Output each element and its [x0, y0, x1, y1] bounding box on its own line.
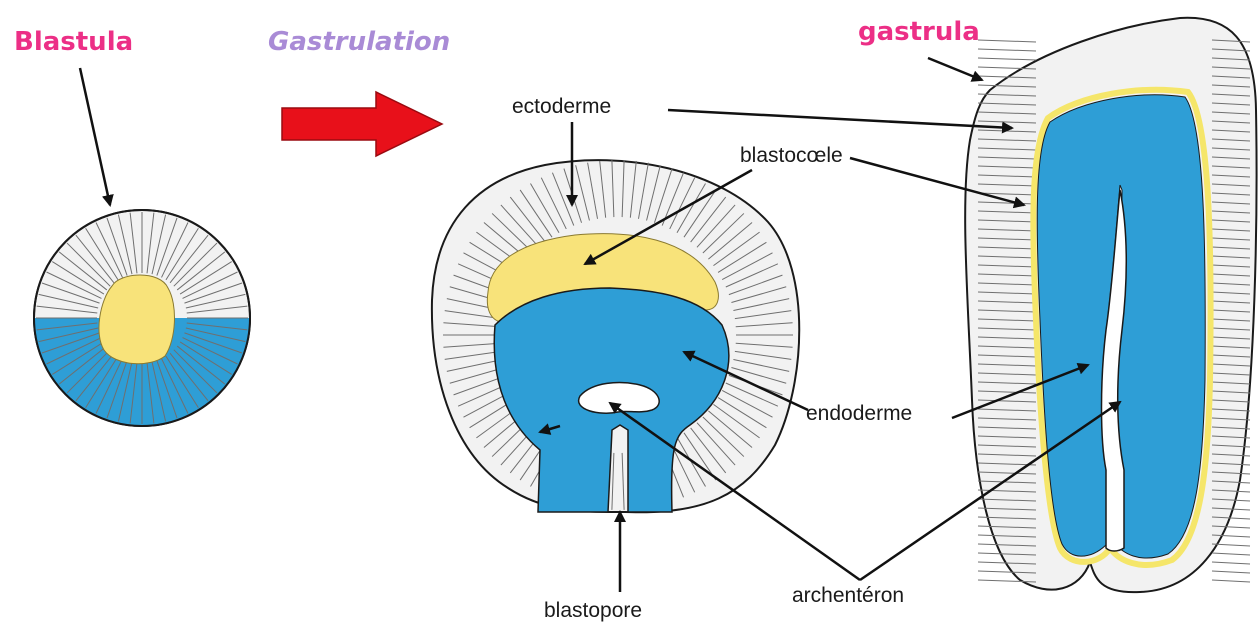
title-gastrula: gastrula [858, 17, 980, 47]
blastula-blastocoel [99, 275, 175, 364]
early-gastrula-figure [432, 160, 799, 512]
late-gastrula-figure [965, 18, 1256, 592]
title-gastrulation: Gastrulation [268, 27, 450, 57]
label-archenteron: archentéron [792, 584, 904, 607]
arrow-blastula [80, 68, 110, 205]
arrow-gastrula [928, 58, 982, 80]
label-blastopore: blastopore [544, 599, 642, 622]
blastula-figure [30, 210, 260, 440]
label-endoderme: endoderme [806, 402, 912, 425]
arrow-ectoderme-right [668, 110, 1012, 128]
title-blastula: Blastula [14, 27, 133, 57]
label-ectoderme: ectoderme [512, 95, 611, 118]
process-arrow [282, 92, 442, 156]
label-blastocoele: blastocœle [740, 144, 843, 167]
